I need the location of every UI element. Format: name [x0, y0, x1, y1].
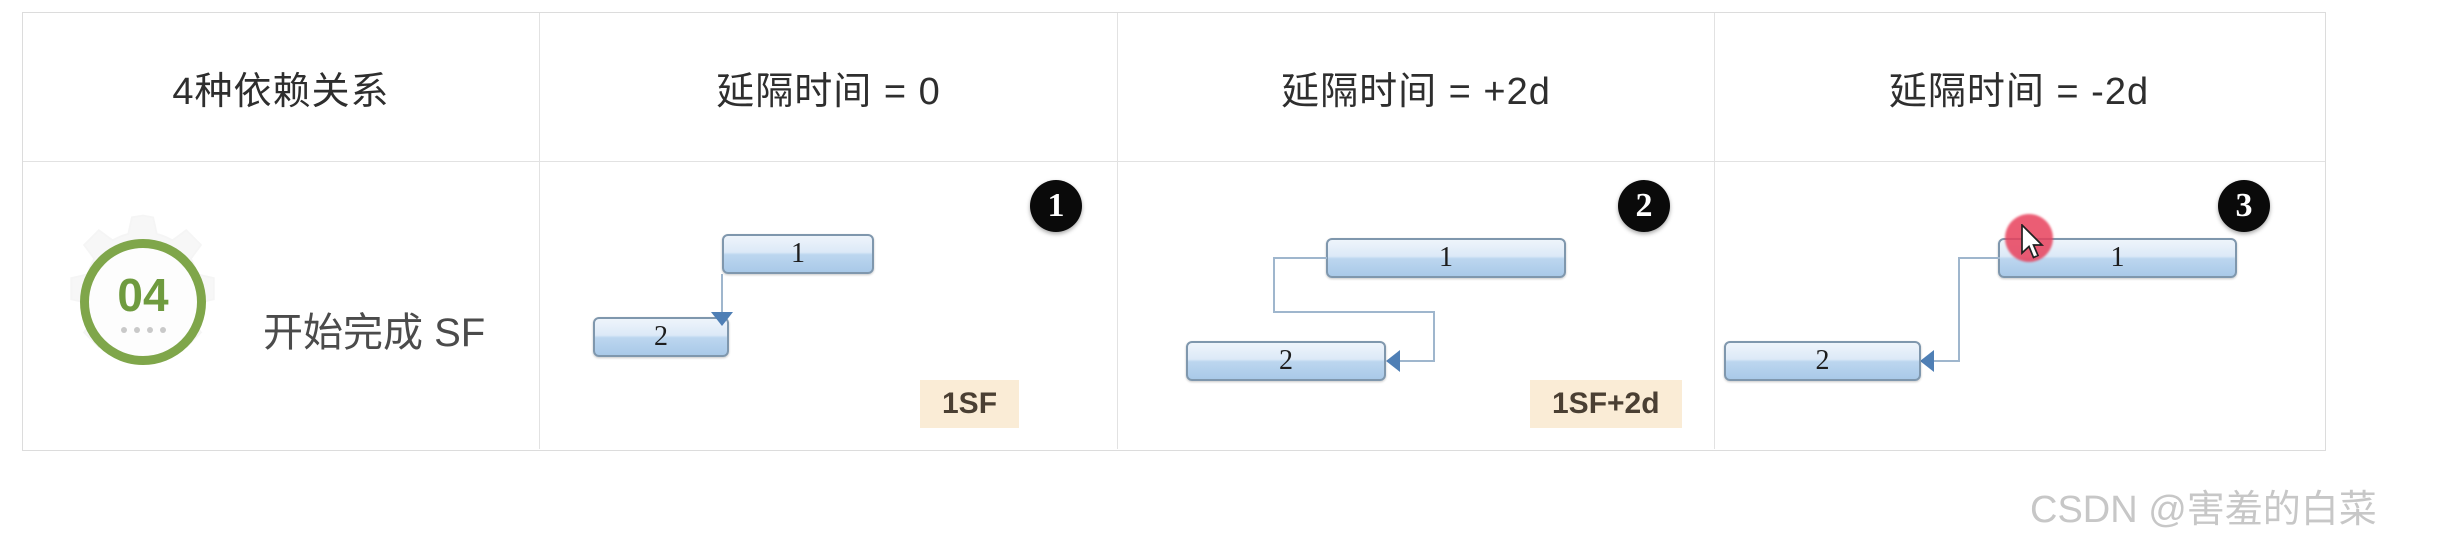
gantt-bar-1[interactable]: 1: [722, 234, 874, 274]
header-cell-lag-zero: 延隔时间 = 0: [540, 13, 1118, 161]
header-label-lag-minus2d: 延隔时间 = -2d: [1888, 70, 2150, 113]
gantt-bar-2[interactable]: 2: [593, 317, 729, 357]
link-arrowhead: [711, 312, 733, 326]
panel-marker-1: 1: [1030, 180, 1082, 232]
gantt-lag-plus2d: 2 1 2 1SF+2d: [1118, 162, 1714, 449]
link-vertical: [721, 274, 723, 336]
header-label-relations: 4种依赖关系: [172, 70, 390, 113]
cell-lag-minus2d: 3 1 2: [1715, 162, 2323, 449]
cell-relation-name: 04 开始完成 SF: [23, 162, 540, 449]
gantt-bar-1[interactable]: 1: [1326, 238, 1566, 278]
link-seg-v1: [1958, 257, 1960, 361]
step-badge: 04: [43, 202, 243, 402]
table-header-row: 4种依赖关系 延隔时间 = 0 延隔时间 = +2d 延隔时间 = -2d: [23, 13, 2325, 162]
watermark: CSDN @害羞的白菜: [2030, 489, 2377, 531]
link-seg-h1: [1958, 257, 2000, 259]
link-seg-v1: [1273, 257, 1275, 313]
badge-dots: [120, 326, 166, 333]
link-seg-h2: [1933, 360, 1960, 362]
link-seg-h1: [1273, 257, 1327, 259]
header-cell-relations: 4种依赖关系: [23, 13, 540, 161]
lag-tag-2: 1SF+2d: [1530, 380, 1682, 428]
badge-ring: 04: [80, 239, 206, 365]
badge-number: 04: [117, 268, 169, 321]
header-cell-lag-minus2d: 延隔时间 = -2d: [1715, 13, 2323, 161]
link-arrowhead: [1920, 350, 1934, 372]
relation-label: 开始完成 SF: [263, 311, 486, 355]
dependency-table: 4种依赖关系 延隔时间 = 0 延隔时间 = +2d 延隔时间 = -2d: [22, 12, 2326, 451]
cell-lag-plus2d: 2 1 2 1SF+2d: [1118, 162, 1715, 449]
header-cell-lag-plus2d: 延隔时间 = +2d: [1118, 13, 1715, 161]
link-seg-h3: [1399, 360, 1435, 362]
panel-marker-3: 3: [2218, 180, 2270, 232]
header-label-lag-zero: 延隔时间 = 0: [716, 70, 941, 113]
table-body-row: 04 开始完成 SF 1 1 2 1SF: [23, 162, 2325, 449]
header-label-lag-plus2d: 延隔时间 = +2d: [1281, 70, 1551, 113]
gantt-lag-minus2d: 3 1 2: [1715, 162, 2323, 449]
gantt-lag-zero: 1 1 2 1SF: [540, 162, 1117, 449]
panel-marker-2: 2: [1618, 180, 1670, 232]
mouse-cursor-icon: [2021, 224, 2045, 259]
link-arrowhead: [1386, 350, 1400, 372]
link-seg-h2: [1273, 311, 1435, 313]
cell-lag-zero: 1 1 2 1SF: [540, 162, 1118, 449]
gantt-bar-2[interactable]: 2: [1724, 341, 1921, 381]
lag-tag-1: 1SF: [920, 380, 1020, 428]
link-seg-v2: [1433, 311, 1435, 362]
gantt-bar-2[interactable]: 2: [1186, 341, 1386, 381]
